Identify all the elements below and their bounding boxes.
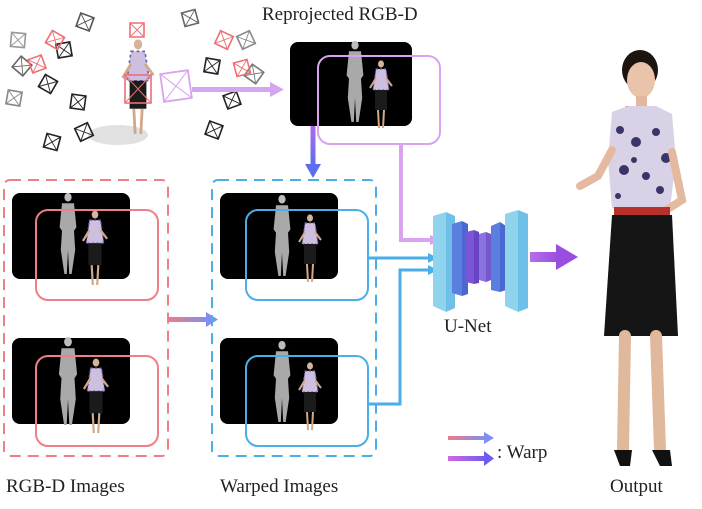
- arrow-reprojected-down: [305, 126, 321, 178]
- reprojected-to-unet-line: [399, 145, 432, 242]
- rgbd-image-1: [12, 192, 159, 301]
- arrow-scene-to-reprojected: [192, 82, 284, 97]
- output-label: Output: [610, 476, 663, 497]
- rgbd-images-label: RGB-D Images: [6, 476, 125, 497]
- warped-image-2: [220, 338, 369, 447]
- arrow-rgbd-to-warped: [168, 312, 218, 327]
- legend-warp-label: : Warp: [497, 442, 547, 463]
- unet-block: [433, 210, 528, 312]
- warped-image-1: [220, 193, 369, 301]
- legend-warp: : Warp: [448, 432, 547, 466]
- camera-rig-scene: [5, 8, 265, 152]
- warped-to-unet-lines: [368, 256, 430, 406]
- output-person: [576, 50, 687, 466]
- arrow-to-output: [530, 244, 578, 270]
- warped-images-label: Warped Images: [220, 476, 339, 497]
- reprojected-rgbd-label: Reprojected RGB-D: [262, 4, 418, 25]
- reprojected-panel: [290, 40, 441, 145]
- unet-label: U-Net: [444, 316, 492, 337]
- rgbd-image-2: [12, 337, 159, 447]
- warped-images-group: [211, 179, 377, 457]
